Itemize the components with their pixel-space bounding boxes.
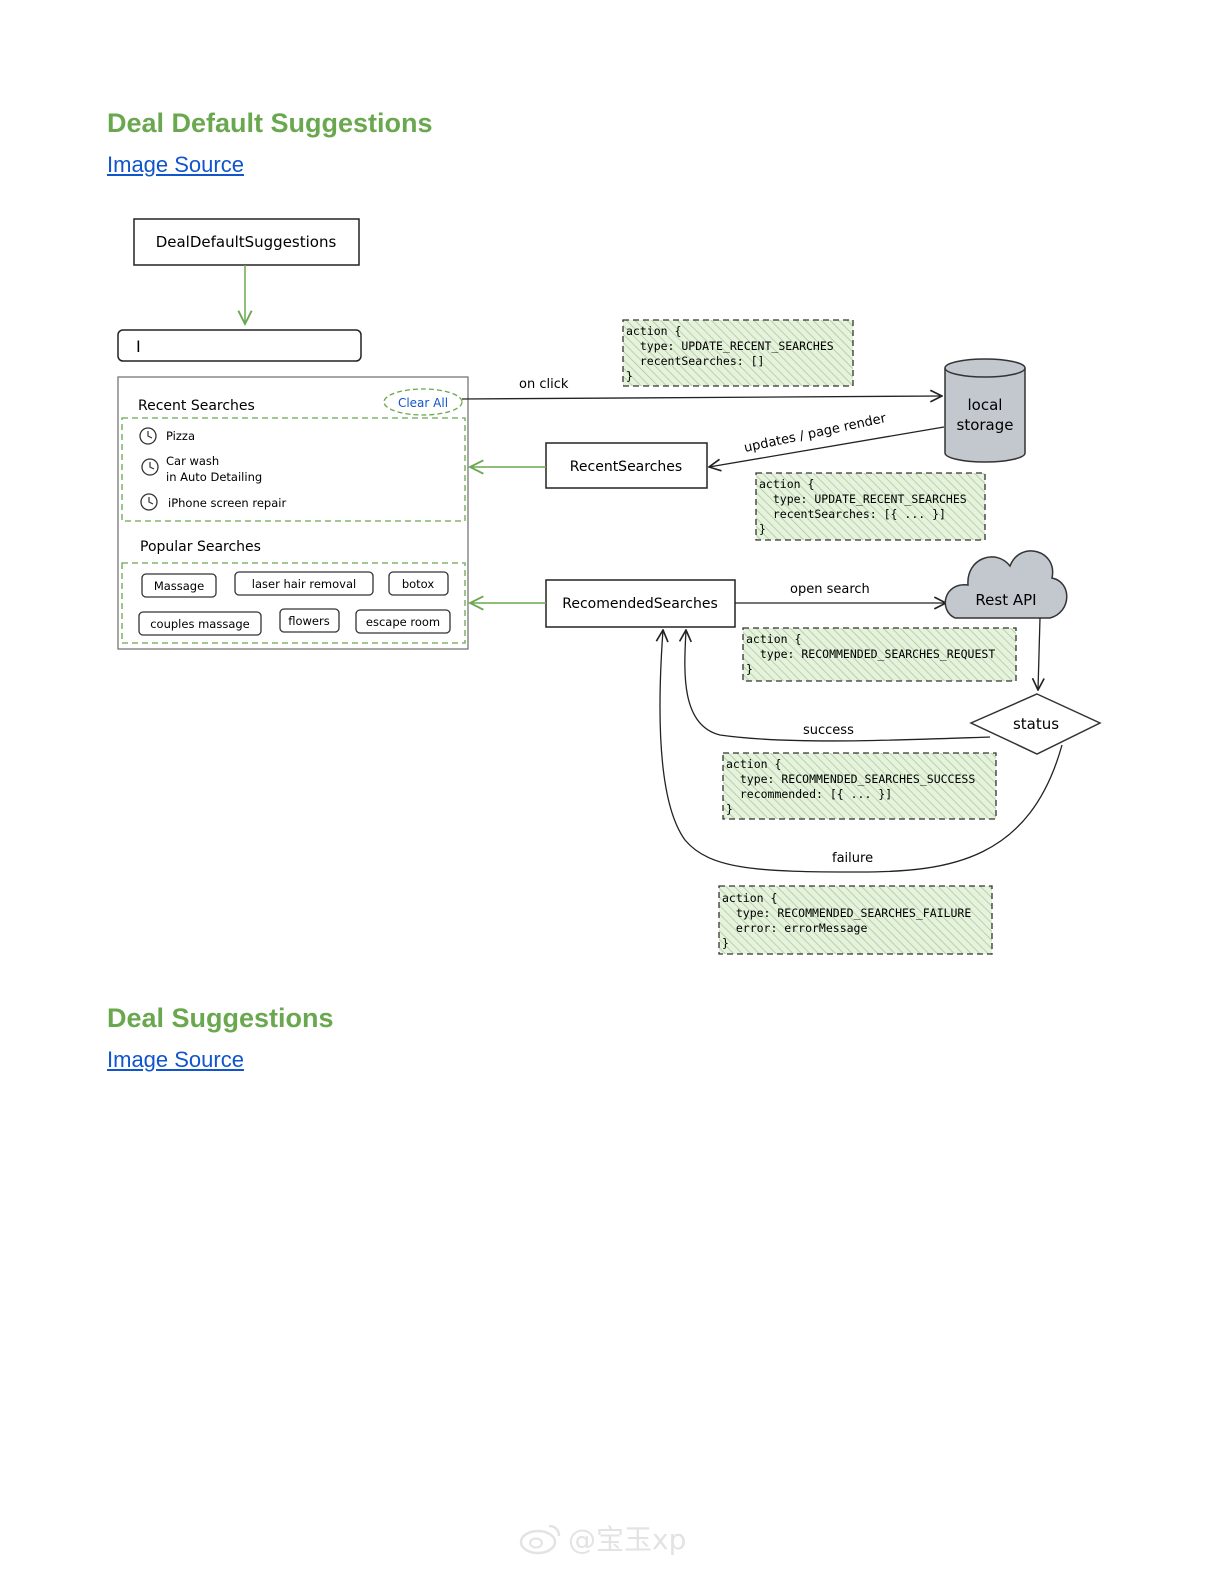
arrow-success <box>685 630 991 742</box>
arrow-on-click <box>461 396 942 399</box>
svg-text:type: RECOMMENDED_SEARCHES_SUC: type: RECOMMENDED_SEARCHES_SUCCESS <box>726 772 975 786</box>
recent-searches-header: Recent Searches <box>138 398 255 414</box>
arrow-api-to-status <box>1038 617 1040 690</box>
arrow-updates-page-render <box>709 426 945 467</box>
popular-group-box <box>121 562 466 644</box>
popular-searches-header: Popular Searches <box>140 539 261 555</box>
chip-massage: Massage <box>141 573 217 598</box>
image-source-link[interactable]: Image Source <box>107 152 244 177</box>
action-note-success: action { type: RECOMMENDED_SEARCHES_SUCC… <box>722 752 997 820</box>
watermark: @宝玉xp <box>518 1518 686 1558</box>
clock-icon <box>140 493 158 511</box>
edge-label-failure: failure <box>832 851 873 866</box>
svg-text:recentSearches: []: recentSearches: [] <box>626 354 764 368</box>
svg-text:error: errorMessage: error: errorMessage <box>722 921 867 935</box>
recent-item-car-wash: Car wash in Auto Detailing <box>141 454 262 484</box>
svg-text:Rest API: Rest API <box>975 591 1036 609</box>
recent-item-iphone: iPhone screen repair <box>140 493 286 511</box>
weibo-logo-icon <box>519 1524 561 1555</box>
deal-default-suggestions-diagram: DealDefaultSuggestions I Recent Searches… <box>117 218 1102 955</box>
svg-text:botox: botox <box>402 577 435 591</box>
svg-text:escape room: escape room <box>366 615 440 629</box>
svg-text:action {: action { <box>726 757 781 771</box>
svg-text:}: } <box>722 936 729 950</box>
rest-api-cloud: Rest API <box>944 550 1068 619</box>
action-note-request: action { type: RECOMMENDED_SEARCHES_REQU… <box>742 627 1017 682</box>
recent-group-box <box>121 417 466 522</box>
svg-text:action {: action { <box>626 324 681 338</box>
chip-flowers: flowers <box>279 608 340 633</box>
svg-text:action {: action { <box>746 632 801 646</box>
svg-text:status: status <box>1013 715 1059 733</box>
recent-item-label: iPhone screen repair <box>168 496 286 510</box>
chip-botox: botox <box>388 571 449 596</box>
watermark-text: @宝玉xp <box>568 1523 687 1556</box>
local-storage-cylinder: local storage <box>944 358 1026 463</box>
svg-text:RecentSearches: RecentSearches <box>570 459 682 475</box>
image-source-link-2[interactable]: Image Source <box>107 1047 244 1072</box>
svg-text:recommended: [{ ... }]: recommended: [{ ... }] <box>726 787 892 801</box>
svg-text:recentSearches: [{ ... }]: recentSearches: [{ ... }] <box>759 507 946 521</box>
svg-text:action {: action { <box>759 477 814 491</box>
clear-all-label: Clear All <box>398 396 448 410</box>
svg-text:RecomendedSearches: RecomendedSearches <box>562 596 718 612</box>
svg-text:action {: action { <box>722 891 777 905</box>
chip-escape-room: escape room <box>355 609 451 634</box>
section-title-default-suggestions: Deal Default Suggestions <box>107 108 433 138</box>
edge-label-open-search: open search <box>790 582 870 597</box>
svg-text:}: } <box>626 369 633 383</box>
recent-item-sublabel: in Auto Detailing <box>166 470 262 484</box>
svg-text:type: RECOMMENDED_SEARCHES_FAI: type: RECOMMENDED_SEARCHES_FAILURE <box>722 906 971 920</box>
svg-text:local: local <box>968 396 1003 414</box>
svg-text:}: } <box>726 802 733 816</box>
svg-text:type: UPDATE_RECENT_SEARCHES: type: UPDATE_RECENT_SEARCHES <box>626 339 834 353</box>
cursor-text: I <box>136 337 141 356</box>
clock-icon <box>139 427 157 445</box>
svg-text:}: } <box>746 662 753 676</box>
svg-text:couples massage: couples massage <box>150 617 250 631</box>
chip-laser-hair-removal: laser hair removal <box>234 571 374 596</box>
action-note-update-recent: action { type: UPDATE_RECENT_SEARCHES re… <box>755 472 986 541</box>
svg-text:}: } <box>759 522 766 536</box>
action-note-failure: action { type: RECOMMENDED_SEARCHES_FAIL… <box>718 885 993 955</box>
clock-icon <box>141 458 159 476</box>
svg-text:type: UPDATE_RECENT_SEARCHES: type: UPDATE_RECENT_SEARCHES <box>759 492 967 506</box>
recent-item-label: Pizza <box>166 429 195 443</box>
search-input-mock: I <box>117 329 362 362</box>
arrow-failure <box>660 630 1063 873</box>
edge-label-on-click: on click <box>519 377 569 392</box>
recent-item-label: Car wash <box>166 454 219 468</box>
svg-text:laser hair removal: laser hair removal <box>252 577 356 591</box>
status-diamond: status <box>969 693 1102 755</box>
svg-text:flowers: flowers <box>288 614 329 628</box>
suggestion-panel: Recent Searches Clear All Pizza Car wash… <box>117 376 469 650</box>
component-label: DealDefaultSuggestions <box>156 233 337 251</box>
component-recent-searches: RecentSearches <box>545 442 708 489</box>
chip-couples-massage: couples massage <box>138 611 262 636</box>
action-note-update-clear: action { type: UPDATE_RECENT_SEARCHES re… <box>622 319 854 387</box>
component-deal-default-suggestions: DealDefaultSuggestions <box>133 218 360 266</box>
svg-text:storage: storage <box>957 416 1014 434</box>
svg-text:type: RECOMMENDED_SEARCHES_REQ: type: RECOMMENDED_SEARCHES_REQUEST <box>746 647 995 661</box>
section-title-deal-suggestions: Deal Suggestions <box>107 1003 334 1033</box>
recent-item-pizza: Pizza <box>139 427 195 445</box>
component-recommended-searches: RecomendedSearches <box>545 579 736 628</box>
svg-text:Massage: Massage <box>154 579 204 593</box>
edge-label-success: success <box>803 723 854 738</box>
